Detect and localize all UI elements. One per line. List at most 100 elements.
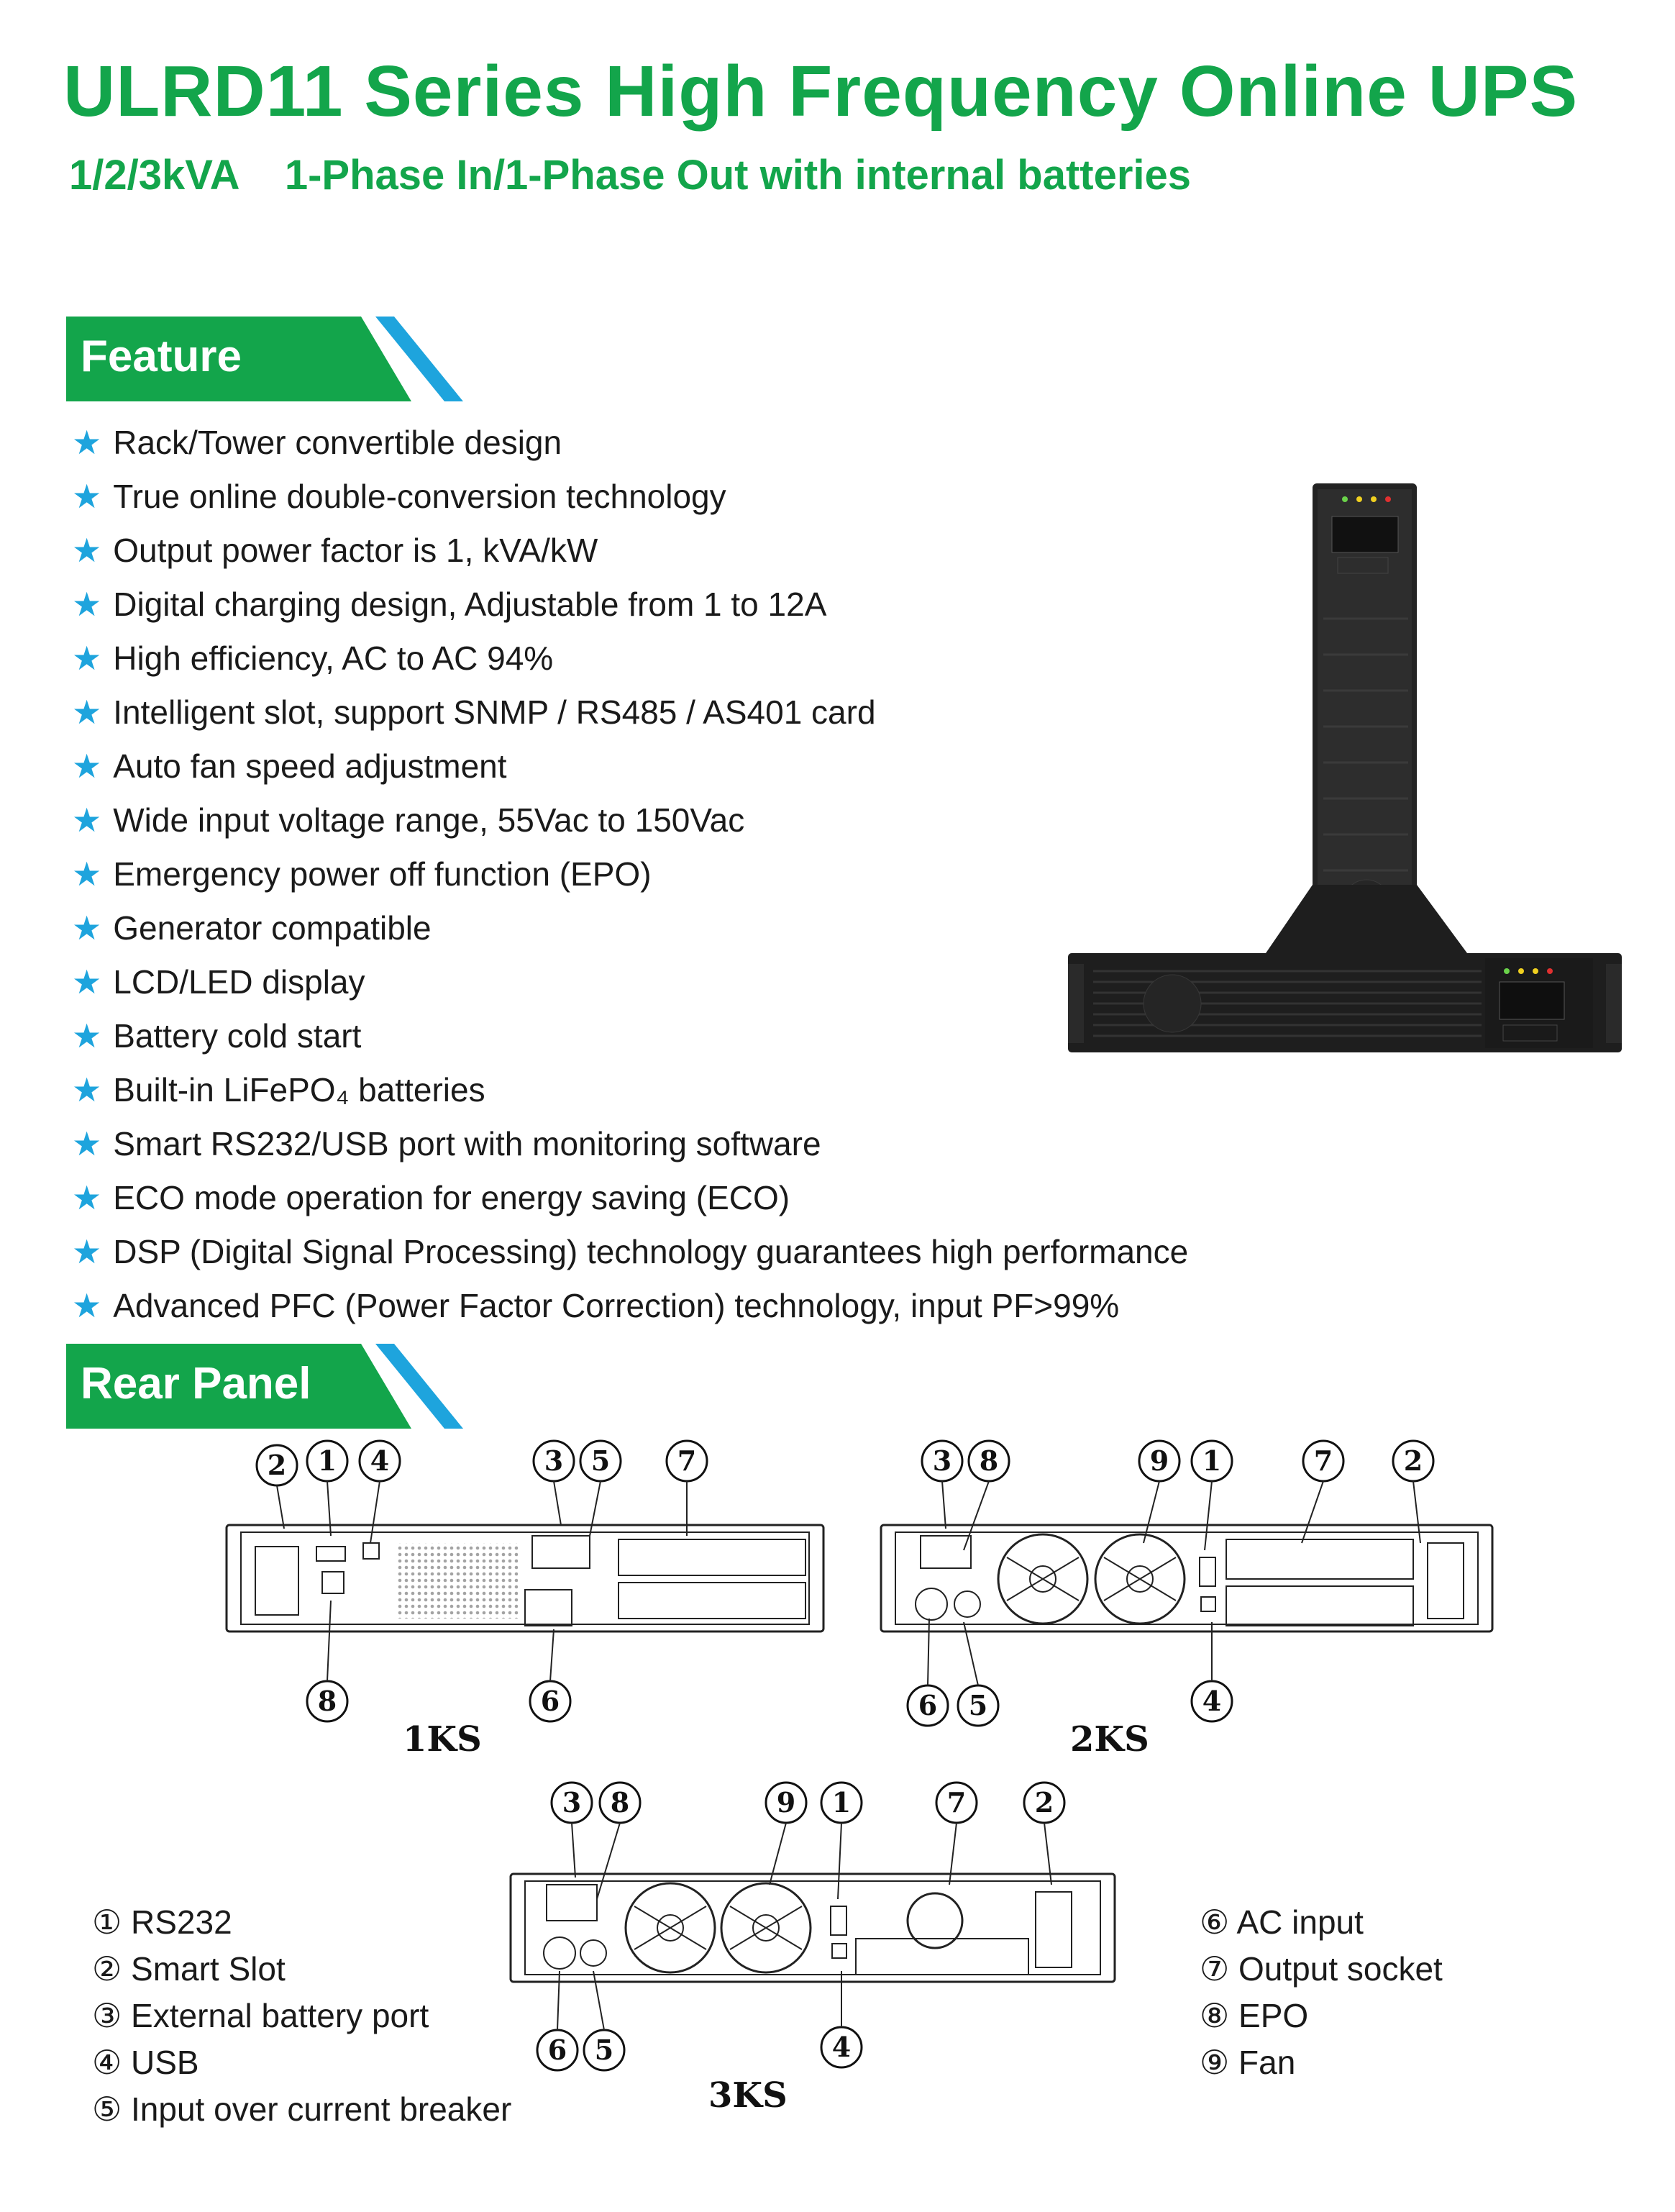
svg-text:3: 3 bbox=[933, 1444, 951, 1477]
svg-text:5: 5 bbox=[591, 1444, 610, 1477]
legend-item: ⑦ Output socket bbox=[1200, 1950, 1443, 1988]
legend-item: ④ USB bbox=[92, 2044, 199, 2081]
list-item: ★Battery cold start bbox=[72, 1017, 362, 1055]
rear-panel-heading: Rear Panel bbox=[81, 1359, 311, 1408]
callout-top: 5 bbox=[579, 1439, 622, 1483]
svg-text:1: 1 bbox=[318, 1444, 337, 1477]
callout-bottom: 6 bbox=[906, 1684, 949, 1727]
legend-item: ③ External battery port bbox=[92, 1997, 429, 2034]
svg-text:7: 7 bbox=[1314, 1444, 1333, 1477]
rack-status-leds bbox=[1504, 968, 1553, 974]
callout-top: 2 bbox=[1392, 1439, 1435, 1483]
svg-text:4: 4 bbox=[832, 2031, 851, 2063]
callout-top: 3 bbox=[921, 1439, 964, 1483]
legend-item: ⑥ AC input bbox=[1200, 1903, 1364, 1941]
svg-text:7: 7 bbox=[677, 1444, 696, 1477]
page-title: ULRD11 Series High Frequency Online UPS bbox=[63, 51, 1579, 132]
svg-text:6: 6 bbox=[548, 2034, 567, 2066]
page-subtitle: 1/2/3kVA 1-Phase In/1-Phase Out with int… bbox=[69, 152, 1192, 199]
svg-text:2: 2 bbox=[268, 1449, 286, 1481]
star-icon: ★ bbox=[72, 478, 102, 515]
list-item: ★LCD/LED display bbox=[72, 963, 365, 1001]
callout-bottom: 6 bbox=[536, 2029, 579, 2072]
star-icon: ★ bbox=[72, 532, 102, 569]
legend-item: ② Smart Slot bbox=[92, 1950, 286, 1988]
list-item: ★Advanced PFC (Power Factor Correction) … bbox=[72, 1287, 1120, 1324]
callout-bottom: 8 bbox=[306, 1680, 349, 1723]
svg-text:6: 6 bbox=[918, 1689, 937, 1721]
model-label-2ks: 2KS bbox=[1070, 1719, 1149, 1760]
list-item: ★Auto fan speed adjustment bbox=[72, 747, 507, 785]
tower-stand bbox=[1266, 885, 1467, 953]
list-item: ★DSP (Digital Signal Processing) technol… bbox=[72, 1233, 1189, 1270]
star-icon: ★ bbox=[72, 640, 102, 677]
list-item: ★ECO mode operation for energy saving (E… bbox=[72, 1179, 790, 1216]
star-icon: ★ bbox=[72, 693, 102, 731]
rear-panel-2ks-diagram: 3 8 9 1 7 2 6 5 4 bbox=[880, 1439, 1494, 1727]
star-icon: ★ bbox=[72, 1179, 102, 1216]
star-icon: ★ bbox=[72, 801, 102, 839]
svg-text:8: 8 bbox=[980, 1444, 998, 1477]
svg-text:5: 5 bbox=[969, 1689, 987, 1721]
callout-bottom: 5 bbox=[957, 1684, 1000, 1727]
banner-shape bbox=[66, 317, 463, 401]
legend-item: ⑨ Fan bbox=[1200, 2044, 1296, 2081]
star-icon: ★ bbox=[72, 1125, 102, 1162]
legend-item: ⑧ EPO bbox=[1200, 1997, 1309, 2034]
star-icon: ★ bbox=[72, 747, 102, 785]
callout-bottom: 4 bbox=[1190, 1680, 1233, 1723]
callout-top: 3 bbox=[550, 1781, 593, 1824]
callout-top: 2 bbox=[1023, 1781, 1066, 1824]
svg-text:1: 1 bbox=[832, 1786, 851, 1819]
legend-item: ⑤ Input over current breaker bbox=[92, 2090, 512, 2128]
svg-text:2: 2 bbox=[1035, 1786, 1054, 1819]
star-icon: ★ bbox=[72, 424, 102, 461]
list-item: ★Built-in LiFePO₄ batteries bbox=[72, 1071, 485, 1109]
feature-list: ★Rack/Tower convertible design ★True onl… bbox=[72, 421, 1188, 1338]
list-item: ★Emergency power off function (EPO) bbox=[72, 855, 652, 893]
callout-top: 8 bbox=[598, 1781, 642, 1824]
star-icon: ★ bbox=[72, 1287, 102, 1324]
callout-top: 9 bbox=[1138, 1439, 1181, 1483]
svg-text:2: 2 bbox=[1404, 1444, 1423, 1477]
star-icon: ★ bbox=[72, 1017, 102, 1055]
rear-panel-section-banner: Rear Panel bbox=[66, 1344, 469, 1429]
rack-lcd-screen bbox=[1499, 981, 1565, 1020]
svg-text:5: 5 bbox=[595, 2034, 613, 2066]
callout-top: 7 bbox=[935, 1781, 978, 1824]
rear-panel-legend-left: ① RS232 ② Smart Slot ③ External battery … bbox=[92, 1899, 511, 2133]
list-item: ★Digital charging design, Adjustable fro… bbox=[72, 586, 827, 623]
star-icon: ★ bbox=[72, 1233, 102, 1270]
star-icon: ★ bbox=[72, 909, 102, 947]
svg-text:9: 9 bbox=[777, 1786, 795, 1819]
svg-text:3: 3 bbox=[544, 1444, 563, 1477]
svg-text:6: 6 bbox=[541, 1685, 560, 1717]
rear-panel-legend-right: ⑥ AC input ⑦ Output socket ⑧ EPO ⑨ Fan bbox=[1200, 1899, 1443, 2086]
rear-panel-1ks-diagram: 2 1 4 3 5 7 8 6 bbox=[225, 1439, 825, 1723]
ups-product-image bbox=[1068, 483, 1622, 1052]
list-item: ★Rack/Tower convertible design bbox=[72, 424, 562, 461]
list-item: ★Output power factor is 1, kVA/kW bbox=[72, 532, 598, 569]
callout-top: 1 bbox=[820, 1781, 863, 1824]
list-item: ★Wide input voltage range, 55Vac to 150V… bbox=[72, 801, 745, 839]
star-icon: ★ bbox=[72, 1071, 102, 1109]
tower-lcd-screen bbox=[1331, 516, 1399, 553]
callout-top: 1 bbox=[306, 1439, 349, 1483]
list-item: ★Generator compatible bbox=[72, 909, 432, 947]
star-icon: ★ bbox=[72, 855, 102, 893]
svg-text:1: 1 bbox=[1202, 1444, 1221, 1477]
callout-top: 7 bbox=[1302, 1439, 1345, 1483]
svg-text:4: 4 bbox=[1202, 1685, 1221, 1717]
callout-bottom: 4 bbox=[820, 2026, 863, 2069]
rear-panel-3ks-diagram: 3 8 9 1 7 2 6 5 4 bbox=[509, 1781, 1116, 2072]
list-item: ★Smart RS232/USB port with monitoring so… bbox=[72, 1125, 821, 1162]
svg-text:7: 7 bbox=[947, 1786, 966, 1819]
tower-status-leds bbox=[1342, 496, 1391, 502]
callout-top: 1 bbox=[1190, 1439, 1233, 1483]
callout-top: 2 bbox=[255, 1444, 298, 1487]
list-item: ★High efficiency, AC to AC 94% bbox=[72, 640, 554, 677]
star-icon: ★ bbox=[72, 963, 102, 1001]
callout-top: 3 bbox=[532, 1439, 575, 1483]
feature-section-banner: Feature bbox=[66, 317, 469, 401]
list-item: ★True online double-conversion technolog… bbox=[72, 478, 726, 515]
